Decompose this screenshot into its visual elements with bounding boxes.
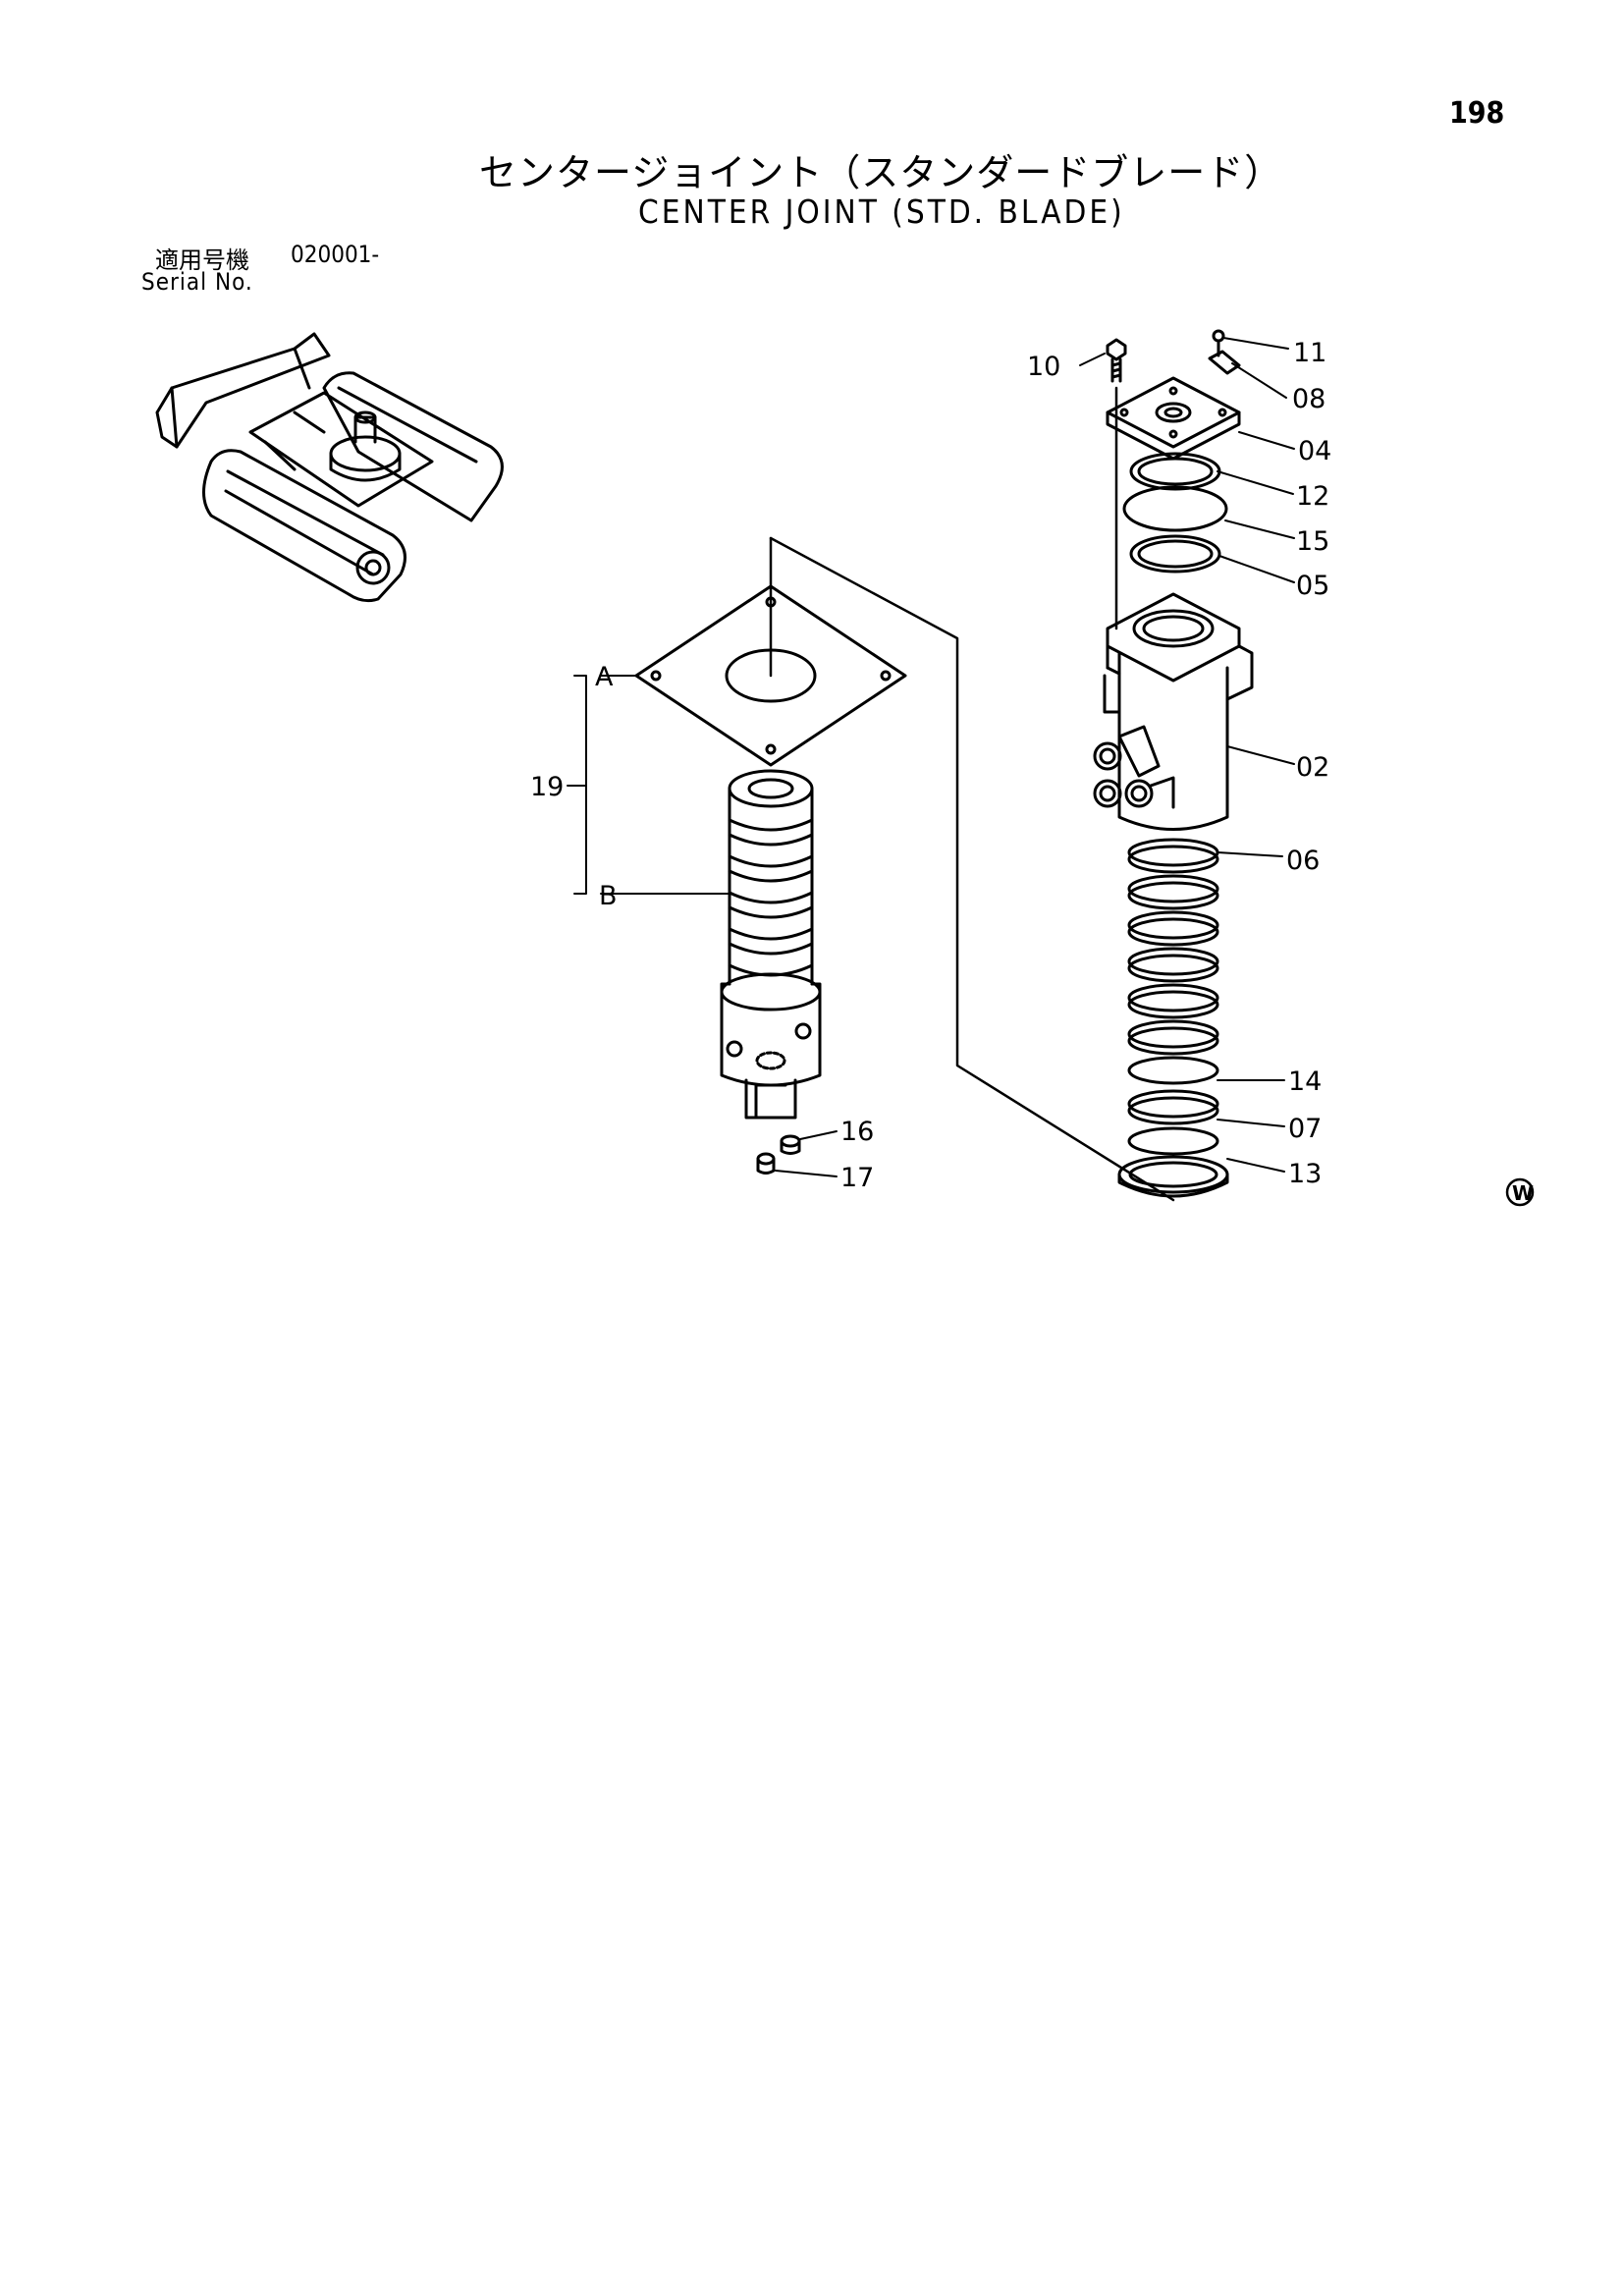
- callout-07: 07: [1288, 1114, 1322, 1144]
- serial-label-english: Serial No.: [141, 268, 253, 296]
- title-english: CENTER JOINT (STD. BLADE): [638, 192, 1125, 231]
- callout-14: 14: [1288, 1066, 1322, 1097]
- callout-15: 15: [1296, 526, 1329, 557]
- part-b-spindle: [720, 769, 822, 1175]
- page-number: 198: [1449, 96, 1505, 131]
- callout-b: B: [599, 881, 618, 911]
- part-06-14-07-13-seals: [1117, 838, 1229, 1198]
- callout-05: 05: [1296, 571, 1329, 601]
- circled-w-mark: W: [1505, 1177, 1535, 1207]
- callout-a: A: [595, 662, 614, 692]
- callout-labels: 11 08 04 12 15 05 02 06 14 07 13 10 A B …: [530, 338, 1331, 1193]
- callout-10: 10: [1027, 352, 1060, 382]
- machine-overview-illustration: [155, 332, 504, 603]
- callout-08: 08: [1292, 384, 1325, 414]
- part-02-body: [1093, 592, 1254, 831]
- callout-04: 04: [1298, 436, 1331, 466]
- callout-02: 02: [1296, 752, 1329, 783]
- circled-w-letter: W: [1512, 1181, 1534, 1205]
- serial-number-value: 020001-: [291, 241, 380, 268]
- callout-17: 17: [840, 1163, 874, 1193]
- serial-label-japanese: 適用号機: [155, 246, 249, 274]
- part-08-plate: [1208, 329, 1241, 375]
- callout-11: 11: [1293, 338, 1326, 368]
- part-a-gasket: [634, 584, 907, 767]
- callout-13: 13: [1288, 1159, 1322, 1189]
- part-10-bolt: [1106, 338, 1127, 383]
- callout-16: 16: [840, 1117, 874, 1147]
- callout-06: 06: [1286, 846, 1320, 876]
- callout-19: 19: [530, 772, 564, 802]
- part-04-cover: [1106, 376, 1241, 461]
- part-12-15-05-rings: [1122, 452, 1228, 574]
- title-japanese: センタージョイント（スタンダードブレード）: [479, 151, 1283, 194]
- callout-leader-lines: [567, 337, 1295, 1177]
- callout-12: 12: [1296, 481, 1329, 512]
